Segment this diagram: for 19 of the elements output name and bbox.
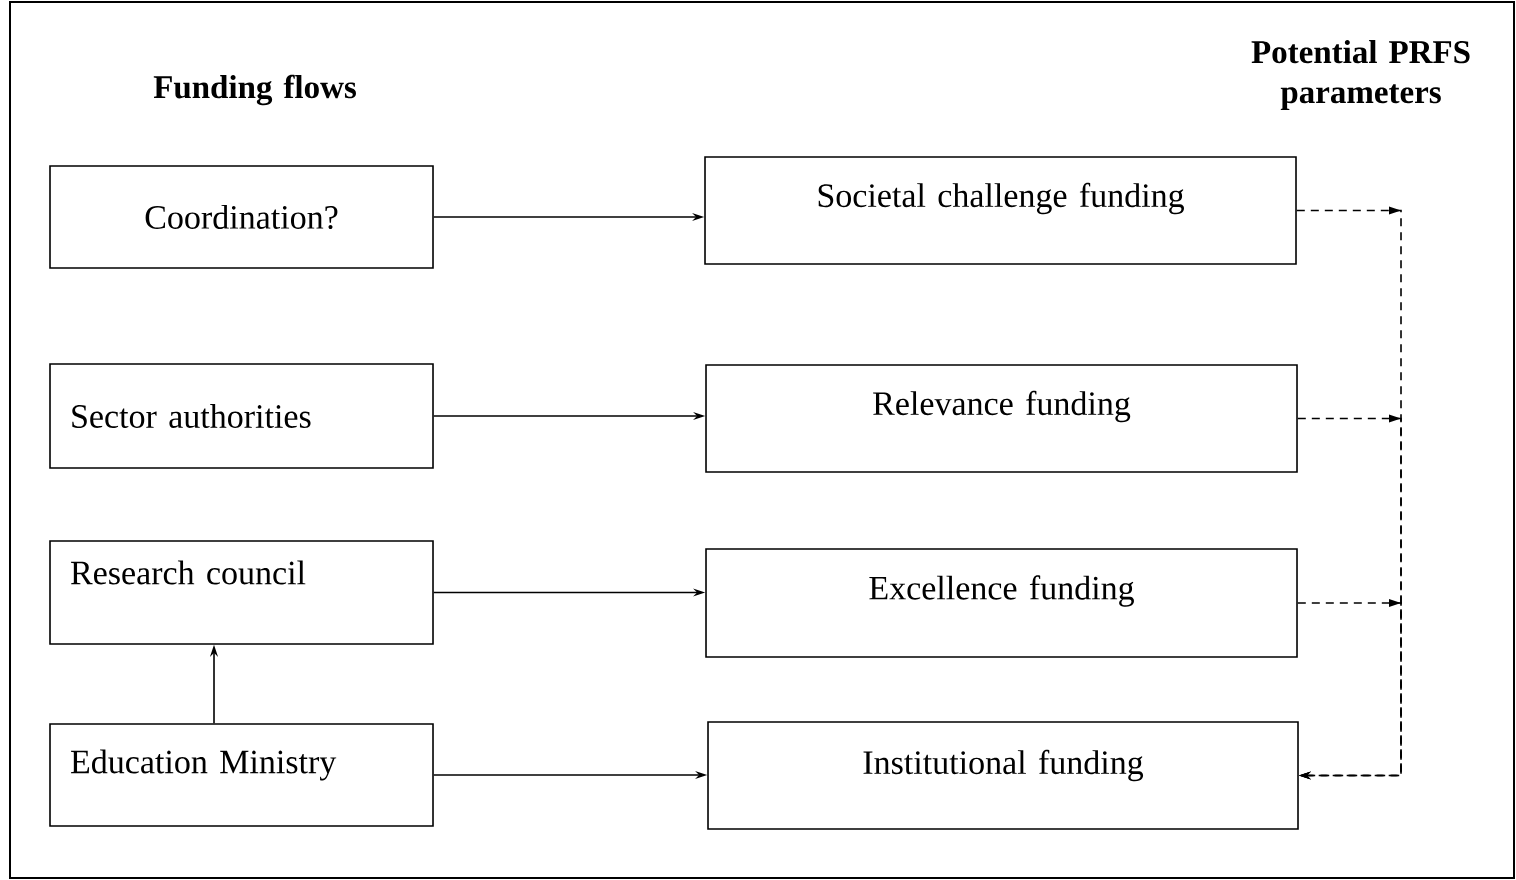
box (707, 721, 1299, 830)
box-text: Relevance funding (873, 390, 1131, 423)
box (49, 363, 434, 469)
box-text: Excellence funding (869, 575, 1134, 607)
box-text: Societal challenge funding (818, 182, 1184, 215)
box (49, 165, 434, 269)
box-text: Coordination? (145, 204, 338, 229)
box (49, 723, 434, 827)
box (704, 156, 1297, 265)
box-text: Sector authorities (72, 404, 311, 428)
heading: Potential PRFS parameters (1251, 40, 1470, 110)
box-text: Research council (71, 560, 306, 585)
box (49, 540, 434, 645)
box-text: Institutional funding (863, 749, 1144, 782)
heading: Funding flows (153, 74, 356, 106)
dashed-arrow (1297, 599, 1402, 780)
box-text: Education Ministry (71, 749, 337, 781)
box (705, 364, 1298, 473)
box (705, 548, 1298, 658)
